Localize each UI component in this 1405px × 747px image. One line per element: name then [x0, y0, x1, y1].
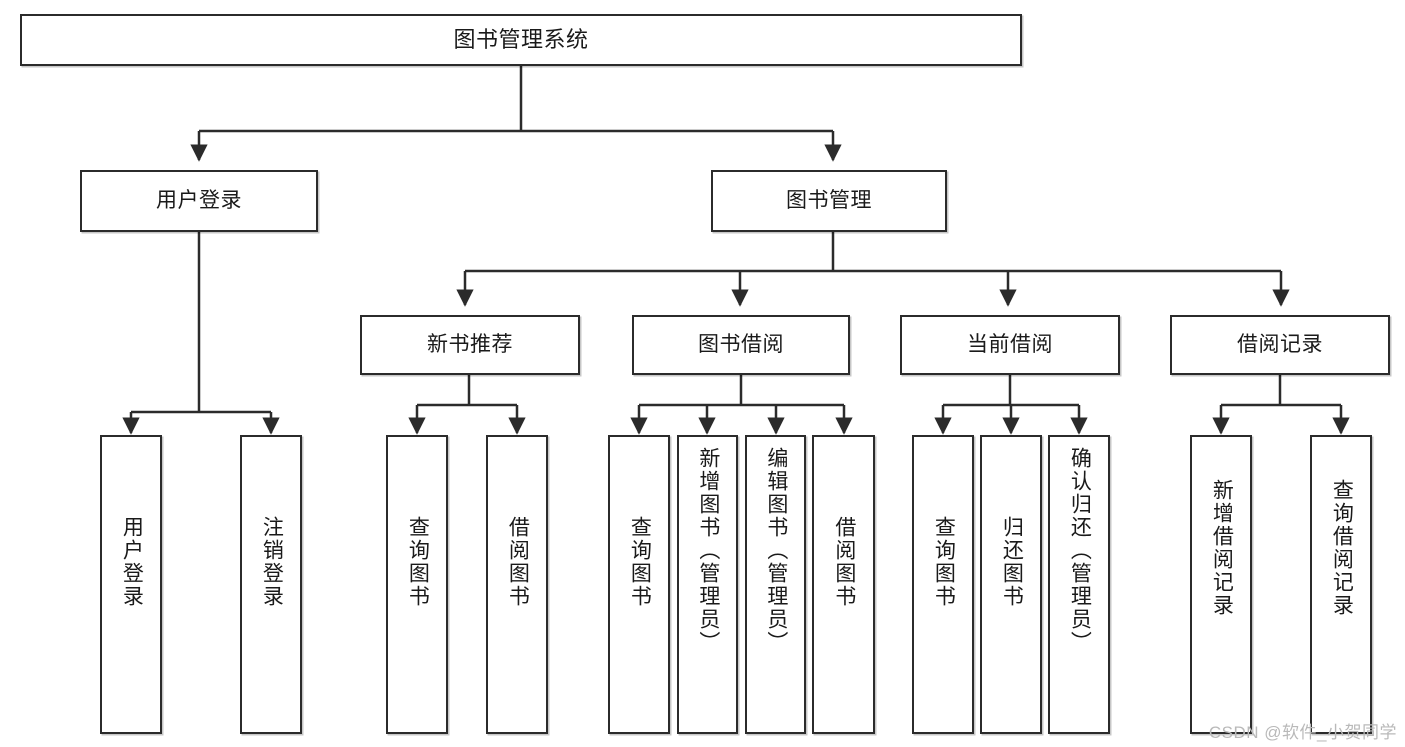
- node-label: 编辑图书（管理员）: [764, 447, 788, 654]
- node-leaf-confirm-return[interactable]: 确认归还（管理员）: [1048, 435, 1110, 734]
- node-label: 注销登录: [260, 516, 284, 608]
- node-label: 借阅记录: [1237, 333, 1323, 357]
- node-root-system[interactable]: 图书管理系统: [20, 14, 1022, 66]
- node-leaf-return-book[interactable]: 归还图书: [980, 435, 1042, 734]
- node-book-manage[interactable]: 图书管理: [711, 170, 947, 232]
- node-leaf-borrow-book-2[interactable]: 借阅图书: [812, 435, 875, 734]
- node-leaf-logout[interactable]: 注销登录: [240, 435, 302, 734]
- node-leaf-borrow-book-1[interactable]: 借阅图书: [486, 435, 548, 734]
- node-leaf-user-login[interactable]: 用户登录: [100, 435, 162, 734]
- node-label: 新书推荐: [427, 333, 513, 357]
- node-leaf-query-book-1[interactable]: 查询图书: [386, 435, 448, 734]
- node-label: 用户登录: [120, 516, 144, 608]
- node-leaf-query-record[interactable]: 查询借阅记录: [1310, 435, 1372, 734]
- node-label: 新增借阅记录: [1210, 479, 1234, 617]
- node-label: 查询借阅记录: [1330, 479, 1354, 617]
- node-label: 查询图书: [628, 516, 652, 608]
- node-leaf-add-book[interactable]: 新增图书（管理员）: [677, 435, 738, 734]
- node-label: 当前借阅: [967, 333, 1053, 357]
- node-leaf-query-book-3[interactable]: 查询图书: [912, 435, 974, 734]
- node-label: 图书管理系统: [453, 26, 589, 52]
- node-label: 借阅图书: [832, 516, 856, 608]
- node-label: 查询图书: [932, 516, 956, 608]
- node-current-borrow[interactable]: 当前借阅: [900, 315, 1120, 375]
- node-leaf-edit-book[interactable]: 编辑图书（管理员）: [745, 435, 806, 734]
- node-label: 查询图书: [406, 516, 430, 608]
- node-label: 借阅图书: [506, 516, 530, 608]
- node-label: 归还图书: [1000, 516, 1024, 608]
- node-label: 确认归还（管理员）: [1068, 447, 1092, 654]
- node-user-login[interactable]: 用户登录: [80, 170, 318, 232]
- node-leaf-add-record[interactable]: 新增借阅记录: [1190, 435, 1252, 734]
- node-label: 图书借阅: [698, 333, 784, 357]
- node-book-borrow[interactable]: 图书借阅: [632, 315, 850, 375]
- node-label: 用户登录: [156, 189, 242, 213]
- csdn-watermark: CSDN @软件_小贺同学: [1208, 723, 1397, 742]
- node-new-book-rec[interactable]: 新书推荐: [360, 315, 580, 375]
- node-label: 新增图书（管理员）: [696, 447, 720, 654]
- node-borrow-record[interactable]: 借阅记录: [1170, 315, 1390, 375]
- node-leaf-query-book-2[interactable]: 查询图书: [608, 435, 670, 734]
- node-label: 图书管理: [786, 189, 872, 213]
